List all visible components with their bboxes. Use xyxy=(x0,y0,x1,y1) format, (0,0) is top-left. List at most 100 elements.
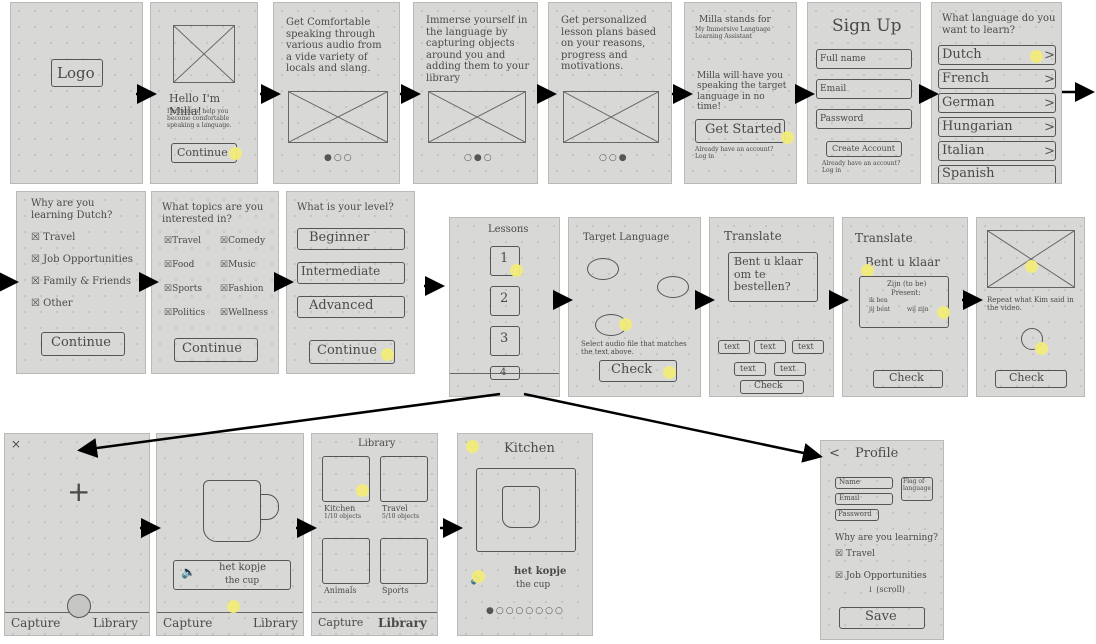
level-beginner[interactable] xyxy=(297,228,405,250)
check-button[interactable] xyxy=(873,370,943,388)
screen-library: Library Kitchen 1/10 objects Travel 5/10… xyxy=(311,433,438,636)
lesson-3[interactable] xyxy=(490,326,520,356)
continue-label: Continue xyxy=(177,146,228,159)
word-bubble[interactable] xyxy=(173,560,291,590)
sign-up-title: Sign Up xyxy=(832,16,902,36)
option-label: Job Opportunities xyxy=(845,571,927,581)
page-indicator: ●○○ xyxy=(324,153,354,163)
tab-capture[interactable]: Capture xyxy=(11,616,61,630)
bottom-nav[interactable] xyxy=(450,373,559,396)
library-card-travel[interactable] xyxy=(380,456,428,502)
popup-row: ik ben xyxy=(869,297,888,304)
lesson-1[interactable] xyxy=(490,246,520,276)
email-field[interactable] xyxy=(816,79,912,99)
word-chip[interactable] xyxy=(734,362,766,376)
language-label: Spanish xyxy=(942,166,995,181)
password-field[interactable] xyxy=(816,109,912,129)
tab-library[interactable]: Library xyxy=(93,616,138,630)
tab-capture[interactable]: Capture xyxy=(163,616,213,630)
tab-library[interactable]: Library xyxy=(253,616,298,630)
email-field[interactable] xyxy=(835,493,893,505)
target-language-title: Target Language xyxy=(583,232,670,243)
tab-library[interactable]: Library xyxy=(378,616,427,630)
library-card-kitchen[interactable] xyxy=(322,456,370,502)
lesson-2[interactable] xyxy=(490,286,520,316)
check-button[interactable] xyxy=(599,360,677,382)
option-job[interactable]: ☒ Job Opportunities xyxy=(835,571,927,581)
language-option-spanish[interactable] xyxy=(938,165,1056,183)
microphone-button[interactable] xyxy=(1021,328,1043,350)
language-option-french[interactable] xyxy=(938,69,1056,89)
screen-translate: Translate Bent u klaar om te bestellen? … xyxy=(709,217,834,397)
full-name-placeholder: Full name xyxy=(820,54,866,64)
topic-label: Food xyxy=(172,260,195,270)
screen-sign-up: Sign Up Full name Email Password Create … xyxy=(807,2,921,184)
check-button[interactable] xyxy=(995,370,1067,388)
tap-indicator xyxy=(381,348,394,361)
option-other[interactable]: ☒ Other xyxy=(31,298,73,309)
word-chip[interactable] xyxy=(754,340,786,354)
audio-option[interactable] xyxy=(657,276,689,298)
why-learning-question: Why are you learning? xyxy=(835,533,938,543)
back-icon[interactable]: < xyxy=(829,446,840,461)
chevron-right-icon: > xyxy=(1044,144,1055,159)
level-intermediate[interactable] xyxy=(297,262,405,284)
screen-topics: What topics are you interested in? ☒Trav… xyxy=(151,191,279,374)
email-placeholder: Email xyxy=(820,84,847,94)
back-indicator[interactable] xyxy=(466,440,479,453)
screen-repeat: Repeat what Kim said in the video. Check xyxy=(976,217,1085,397)
speaker-icon[interactable]: 🔈 xyxy=(181,565,196,579)
audio-option[interactable] xyxy=(587,258,619,280)
level-advanced[interactable] xyxy=(297,296,405,318)
screen-profile: < Profile Name Email Password Flag of la… xyxy=(820,440,944,640)
password-field[interactable] xyxy=(835,509,879,521)
full-name-field[interactable] xyxy=(816,49,912,69)
close-icon[interactable]: × xyxy=(11,437,22,451)
screen-onboarding-audio: Get Comfortable speaking through various… xyxy=(273,2,400,184)
create-account-button[interactable] xyxy=(826,141,902,157)
option-job[interactable]: ☒ Job Opportunities xyxy=(31,254,133,265)
continue-button[interactable] xyxy=(309,340,395,364)
image-placeholder xyxy=(428,91,526,143)
object-image-frame xyxy=(476,468,576,552)
tap-indicator xyxy=(937,306,950,319)
language-option-hungarian[interactable] xyxy=(938,117,1056,137)
shutter-button[interactable] xyxy=(67,594,91,618)
login-prompt[interactable]: Already have an account? Log in xyxy=(822,160,901,174)
cup-handle xyxy=(261,494,279,520)
login-prompt[interactable]: Already have an account? Log in xyxy=(695,146,774,160)
milla-stands-for: Milla stands for xyxy=(699,15,771,25)
topic-option[interactable]: ☒Comedy xyxy=(220,236,266,246)
topic-option[interactable]: ☒Fashion xyxy=(220,284,264,294)
library-card-sports[interactable] xyxy=(380,538,428,584)
tab-capture[interactable]: Capture xyxy=(318,616,364,629)
language-flag[interactable] xyxy=(901,477,933,501)
name-placeholder: Name xyxy=(839,478,861,486)
word-chip[interactable] xyxy=(792,340,824,354)
topic-option[interactable]: ☒Travel xyxy=(164,236,202,246)
screen-translate-hint: Translate Bent u klaar Zijn (to be) Pres… xyxy=(842,217,968,397)
image-placeholder xyxy=(563,91,659,143)
word-chip[interactable] xyxy=(774,362,806,376)
continue-button[interactable] xyxy=(174,338,258,362)
topic-option[interactable]: ☒Sports xyxy=(164,284,202,294)
language-option-italian[interactable] xyxy=(938,141,1056,161)
save-button[interactable] xyxy=(839,607,925,629)
language-option-dutch[interactable] xyxy=(938,45,1056,65)
word-chip[interactable] xyxy=(718,340,750,354)
topic-option[interactable]: ☒Food xyxy=(164,260,195,270)
library-card-animals[interactable] xyxy=(322,538,370,584)
chevron-right-icon: > xyxy=(1044,120,1055,135)
card-name: Travel xyxy=(382,504,408,513)
option-travel[interactable]: ☒ Travel xyxy=(835,549,875,559)
topic-option[interactable]: ☒Wellness xyxy=(220,308,269,318)
name-field[interactable] xyxy=(835,477,893,489)
option-travel[interactable]: ☒ Travel xyxy=(31,232,76,243)
option-family[interactable]: ☒ Family & Friends xyxy=(31,276,131,287)
level-question: What is your level? xyxy=(297,202,394,213)
topic-option[interactable]: ☒Politics xyxy=(164,308,206,318)
card-name: Kitchen xyxy=(324,504,356,513)
bottom-nav[interactable] xyxy=(312,612,437,635)
topic-option[interactable]: ☒Music xyxy=(220,260,256,270)
continue-button[interactable] xyxy=(41,332,125,356)
